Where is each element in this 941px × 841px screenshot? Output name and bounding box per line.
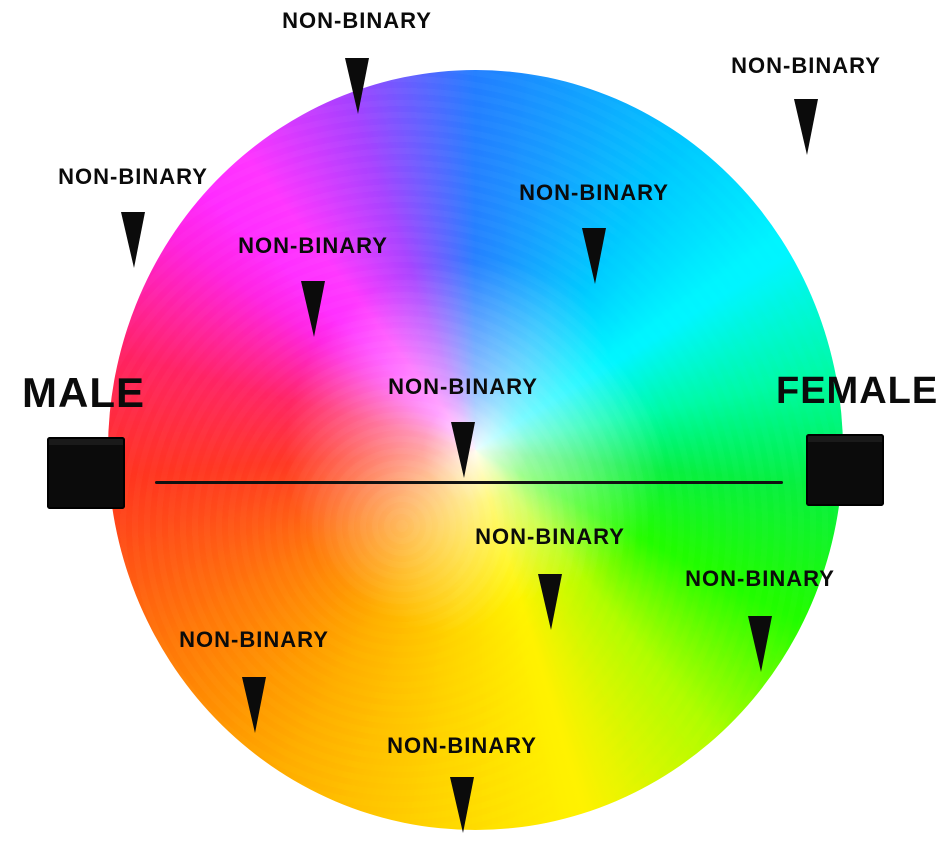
non-binary-label: NON-BINARY xyxy=(731,55,881,77)
down-arrow-icon xyxy=(746,614,774,674)
female-label: FEMALE xyxy=(776,372,938,410)
down-arrow-icon xyxy=(536,572,564,632)
non-binary-label: NON-BINARY xyxy=(475,526,625,548)
non-binary-label: NON-BINARY xyxy=(387,735,537,757)
down-arrow-icon xyxy=(580,226,608,286)
non-binary-label: NON-BINARY xyxy=(179,629,329,651)
male-label: MALE xyxy=(22,372,145,414)
non-binary-label: NON-BINARY xyxy=(388,376,538,398)
down-arrow-icon xyxy=(448,775,476,835)
down-arrow-icon xyxy=(240,675,268,735)
down-arrow-icon xyxy=(299,279,327,339)
non-binary-label: NON-BINARY xyxy=(519,182,669,204)
non-binary-label: NON-BINARY xyxy=(58,166,208,188)
down-arrow-icon xyxy=(449,420,477,480)
female-end-block xyxy=(806,434,884,506)
non-binary-label: NON-BINARY xyxy=(238,235,388,257)
down-arrow-icon xyxy=(343,56,371,116)
male-end-block xyxy=(47,437,125,509)
down-arrow-icon xyxy=(119,210,147,270)
non-binary-label: NON-BINARY xyxy=(685,568,835,590)
male-female-axis-line xyxy=(155,481,783,484)
non-binary-label: NON-BINARY xyxy=(282,10,432,32)
down-arrow-icon xyxy=(792,97,820,157)
